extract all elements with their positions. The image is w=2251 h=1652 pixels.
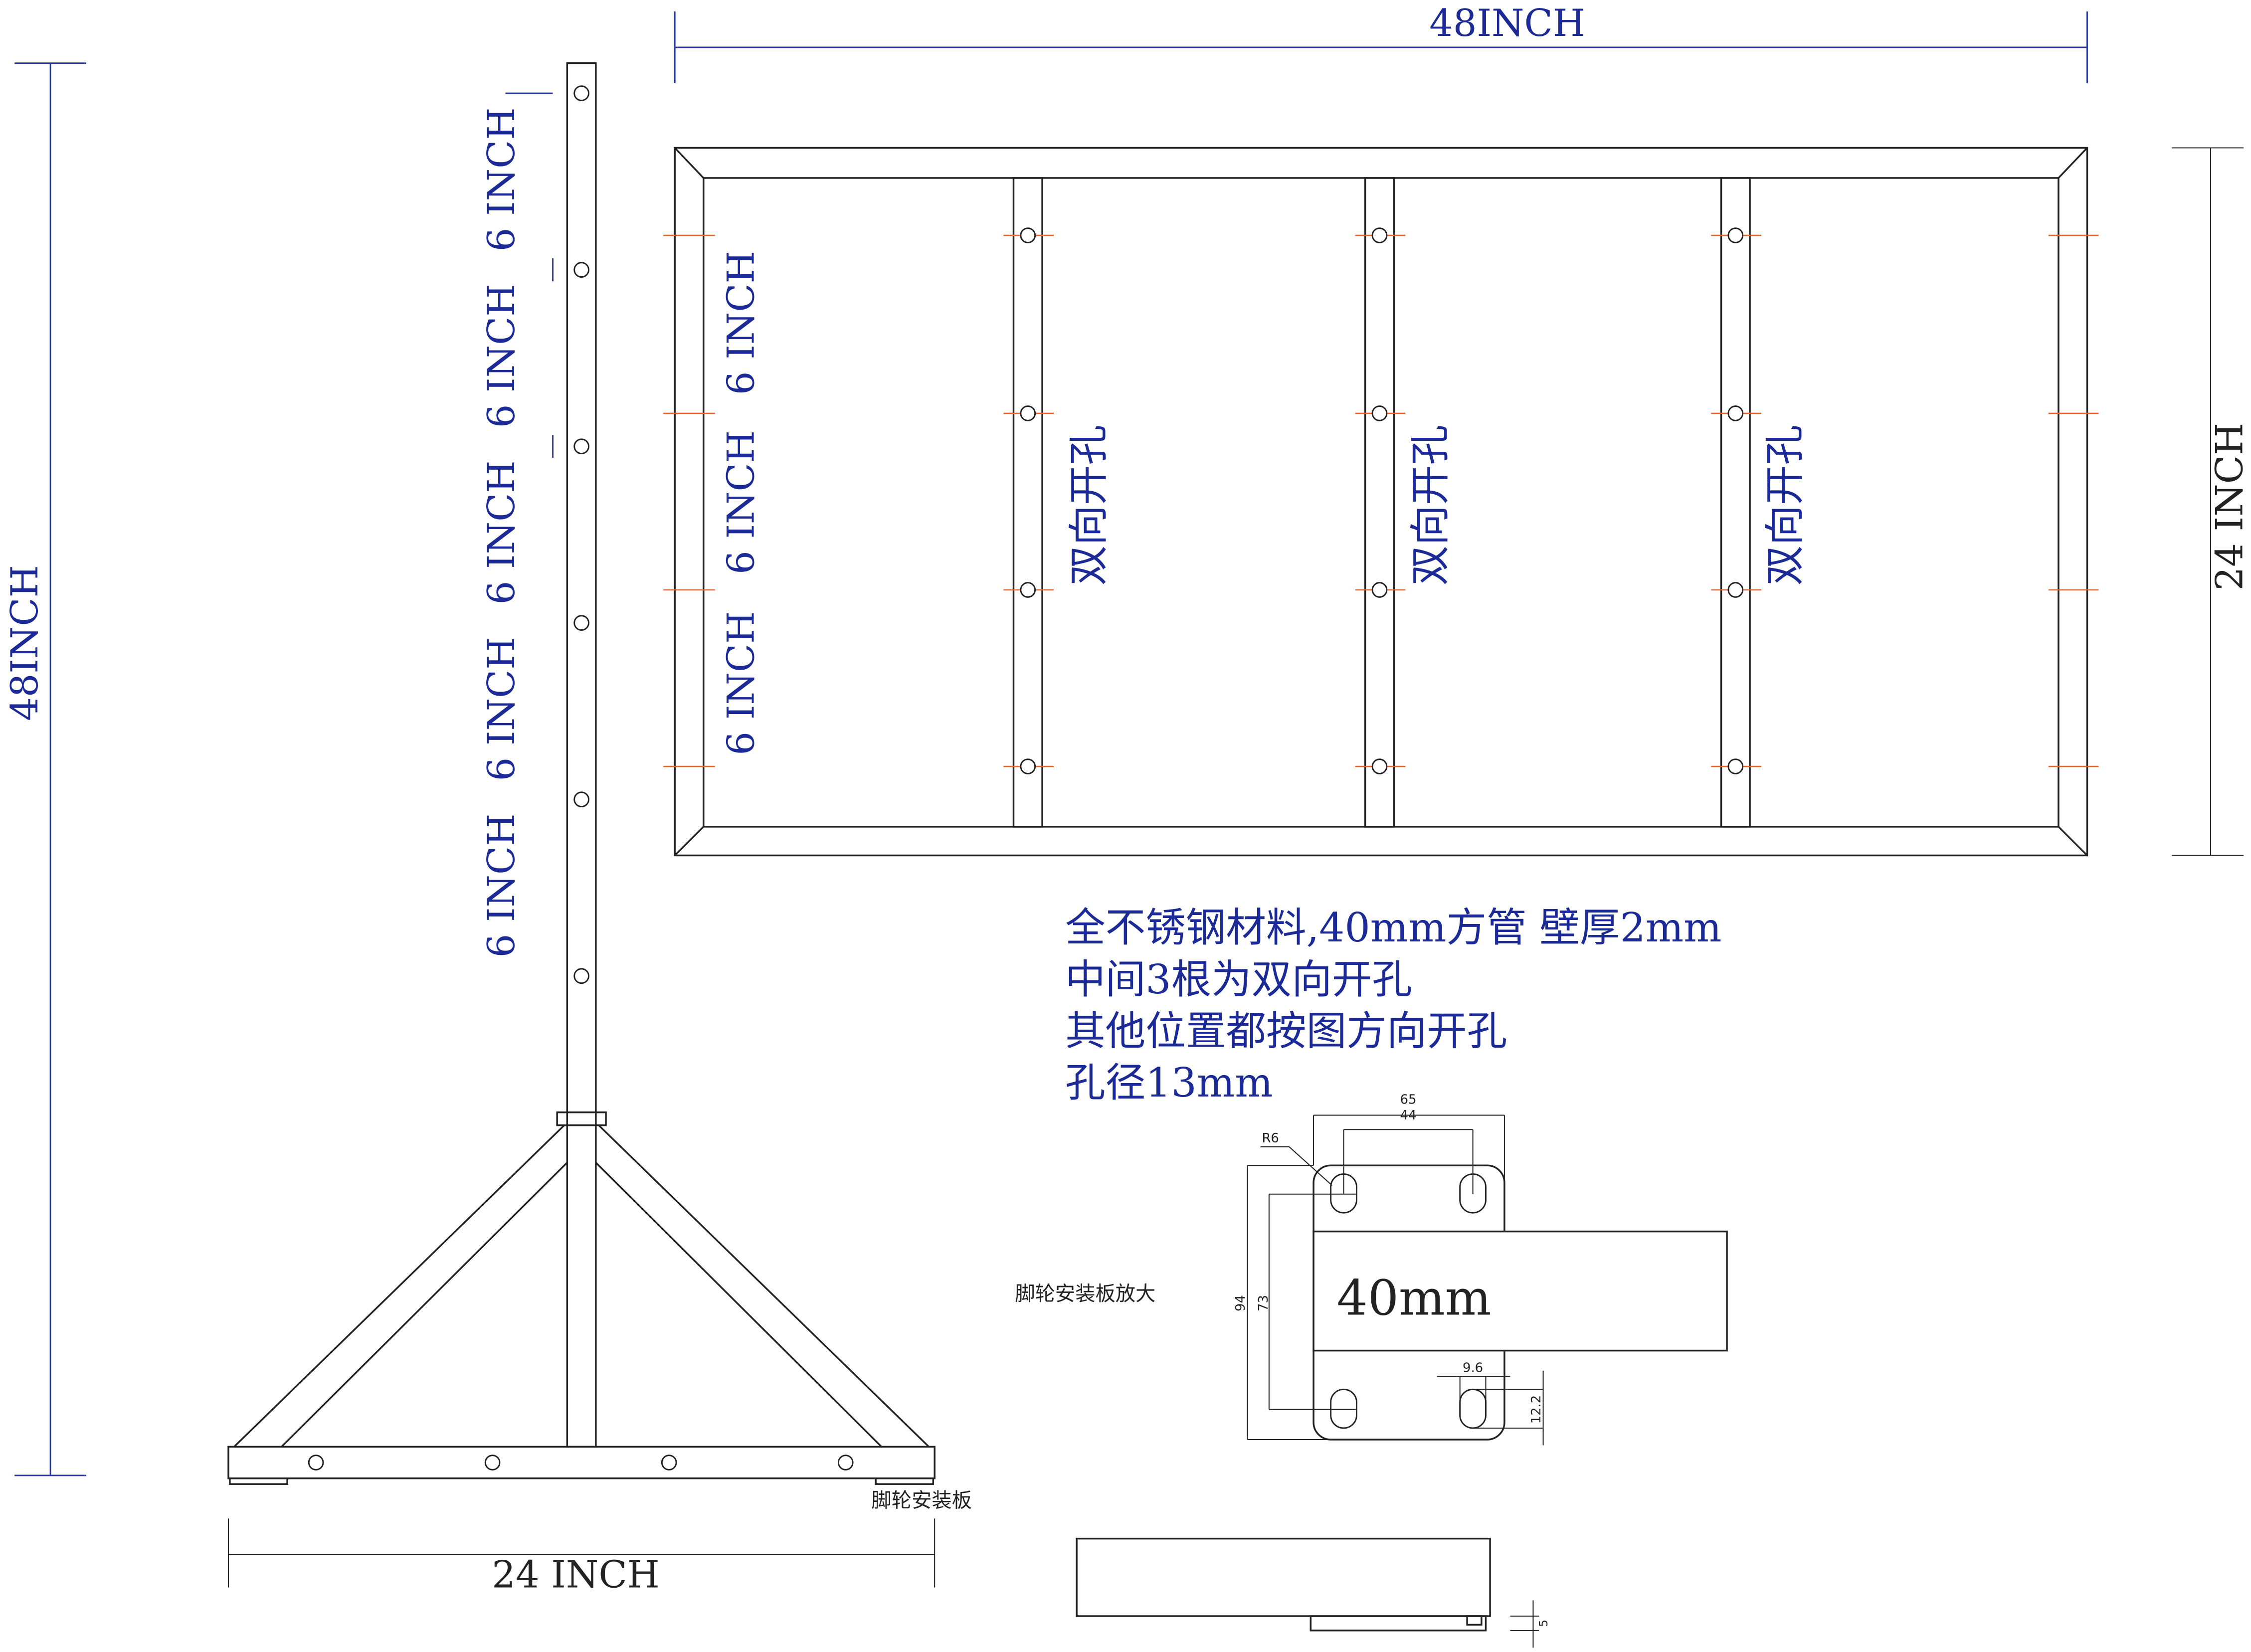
stand-width-label: 24 INCH [492,1553,660,1596]
dim-73: 73 [1256,1295,1271,1311]
note-line: 全不锈钢材料,40mm方管 壁厚2mm [1065,905,1721,951]
pole-spacing-dimensions: 6 INCH 6 INCH 6 INCH 6 INCH 6 INCH [480,92,554,957]
frame-height-label: 24 INCH [2208,423,2251,591]
pole-spacing-label: 6 INCH [480,107,523,251]
base-plate-label: 脚轮安装板 [872,1488,972,1512]
bar-drill-label: 双向开孔 [1762,425,1809,585]
pole-spacing-label: 6 INCH [480,637,523,781]
frame-width-label: 48INCH [1429,1,1585,45]
dim-12-2: 12.2 [1529,1395,1544,1424]
note-line: 其他位置都按图方向开孔 [1065,1008,1507,1055]
note-line: 中间3根为双向开孔 [1065,956,1412,1003]
stand-height-label: 48INCH [3,565,46,721]
dim-65: 65 [1400,1092,1417,1107]
caster-plate-detail: 脚轮安装板放大 40mm 65 44 R6 94 73 9.6 [1015,1092,1728,1446]
frame-hole-marks [663,227,2099,774]
dim-94: 94 [1233,1295,1248,1311]
note-line: 孔径13mm [1065,1060,1273,1106]
stand-height-dimension: 48INCH [3,62,87,1476]
frame [674,147,2088,857]
stand-base: 脚轮安装板 [227,1446,972,1512]
frame-spacing-label: 6 INCH [720,251,763,395]
frame-width-dimension: 48INCH [674,1,2088,83]
stand-braces [233,1111,930,1448]
bar-drill-label: 双向开孔 [1407,425,1454,585]
frame-spacing-label: 6 INCH [720,430,763,574]
tube-size-label: 40mm [1336,1270,1491,1327]
dim-r6: R6 [1262,1131,1279,1146]
notes: 全不锈钢材料,40mm方管 壁厚2mm 中间3根为双向开孔 其他位置都按图方向开… [1065,905,1721,1106]
detail-title: 脚轮安装板放大 [1015,1282,1155,1305]
pole-spacing-label: 6 INCH [480,284,523,428]
frame-spacing-label: 6 INCH [720,611,763,755]
dim-44: 44 [1400,1108,1417,1123]
caster-plate-side-view: 5 [1076,1537,1550,1648]
stand-width-dimension: 24 INCH [228,1518,936,1596]
stand-pole [566,62,597,1448]
pole-spacing-label: 6 INCH [480,460,523,604]
frame-spacing-labels: 6 INCH 6 INCH 6 INCH 双向开孔 双向开孔 双向开孔 [720,251,1809,755]
frame-height-dimension: 24 INCH [2172,147,2251,856]
dim-5: 5 [1537,1620,1550,1627]
bar-drill-label: 双向开孔 [1066,425,1113,585]
dim-9-6: 9.6 [1463,1361,1483,1376]
pole-spacing-label: 6 INCH [480,813,523,957]
